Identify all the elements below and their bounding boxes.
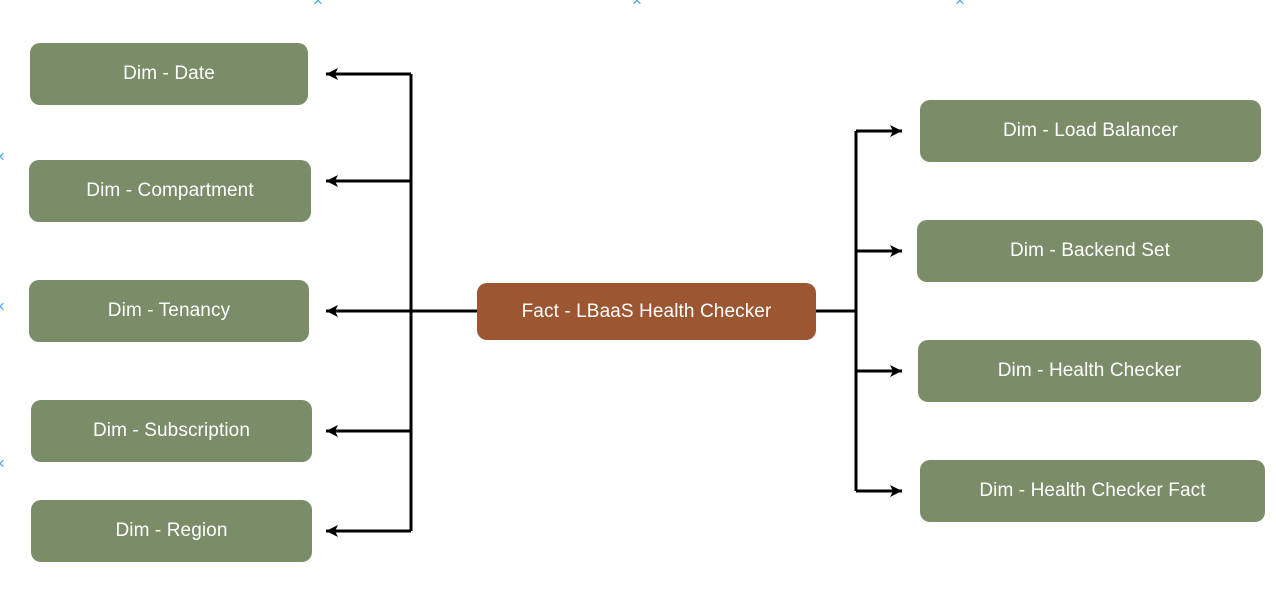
- guide-x-icon: ×: [313, 0, 323, 10]
- node-dim-region[interactable]: Dim - Region: [31, 500, 312, 562]
- node-dim-tenancy[interactable]: Dim - Tenancy: [29, 280, 309, 342]
- guide-x-icon: ×: [0, 148, 5, 165]
- node-dim-load-balancer[interactable]: Dim - Load Balancer: [920, 100, 1261, 162]
- node-fact-lbaas-health-checker[interactable]: Fact - LBaaS Health Checker: [477, 283, 816, 340]
- node-dim-subscription[interactable]: Dim - Subscription: [31, 400, 312, 462]
- node-dim-health-checker-fact[interactable]: Dim - Health Checker Fact: [920, 460, 1265, 522]
- guide-x-icon: ×: [0, 298, 5, 315]
- guide-x-icon: ×: [632, 0, 642, 10]
- node-dim-compartment[interactable]: Dim - Compartment: [29, 160, 311, 222]
- node-dim-date[interactable]: Dim - Date: [30, 43, 308, 105]
- guide-x-icon: ×: [0, 455, 5, 472]
- node-dim-health-checker[interactable]: Dim - Health Checker: [918, 340, 1261, 402]
- guide-x-icon: ×: [955, 0, 965, 10]
- node-dim-backend-set[interactable]: Dim - Backend Set: [917, 220, 1263, 282]
